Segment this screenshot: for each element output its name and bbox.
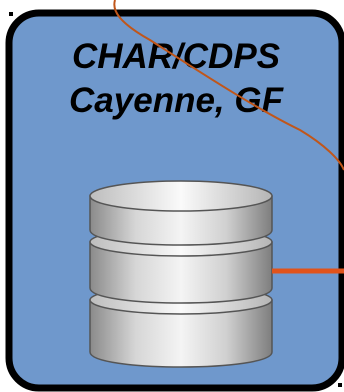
curved-connector	[113, 0, 344, 171]
node-title-line2: Cayenne, GF	[69, 81, 285, 120]
database-disk-middle	[89, 241, 273, 304]
database-disk-bottom	[89, 299, 273, 368]
corner-mark	[9, 12, 13, 16]
corner-mark-bottom	[338, 383, 342, 387]
database-icon	[89, 180, 273, 368]
